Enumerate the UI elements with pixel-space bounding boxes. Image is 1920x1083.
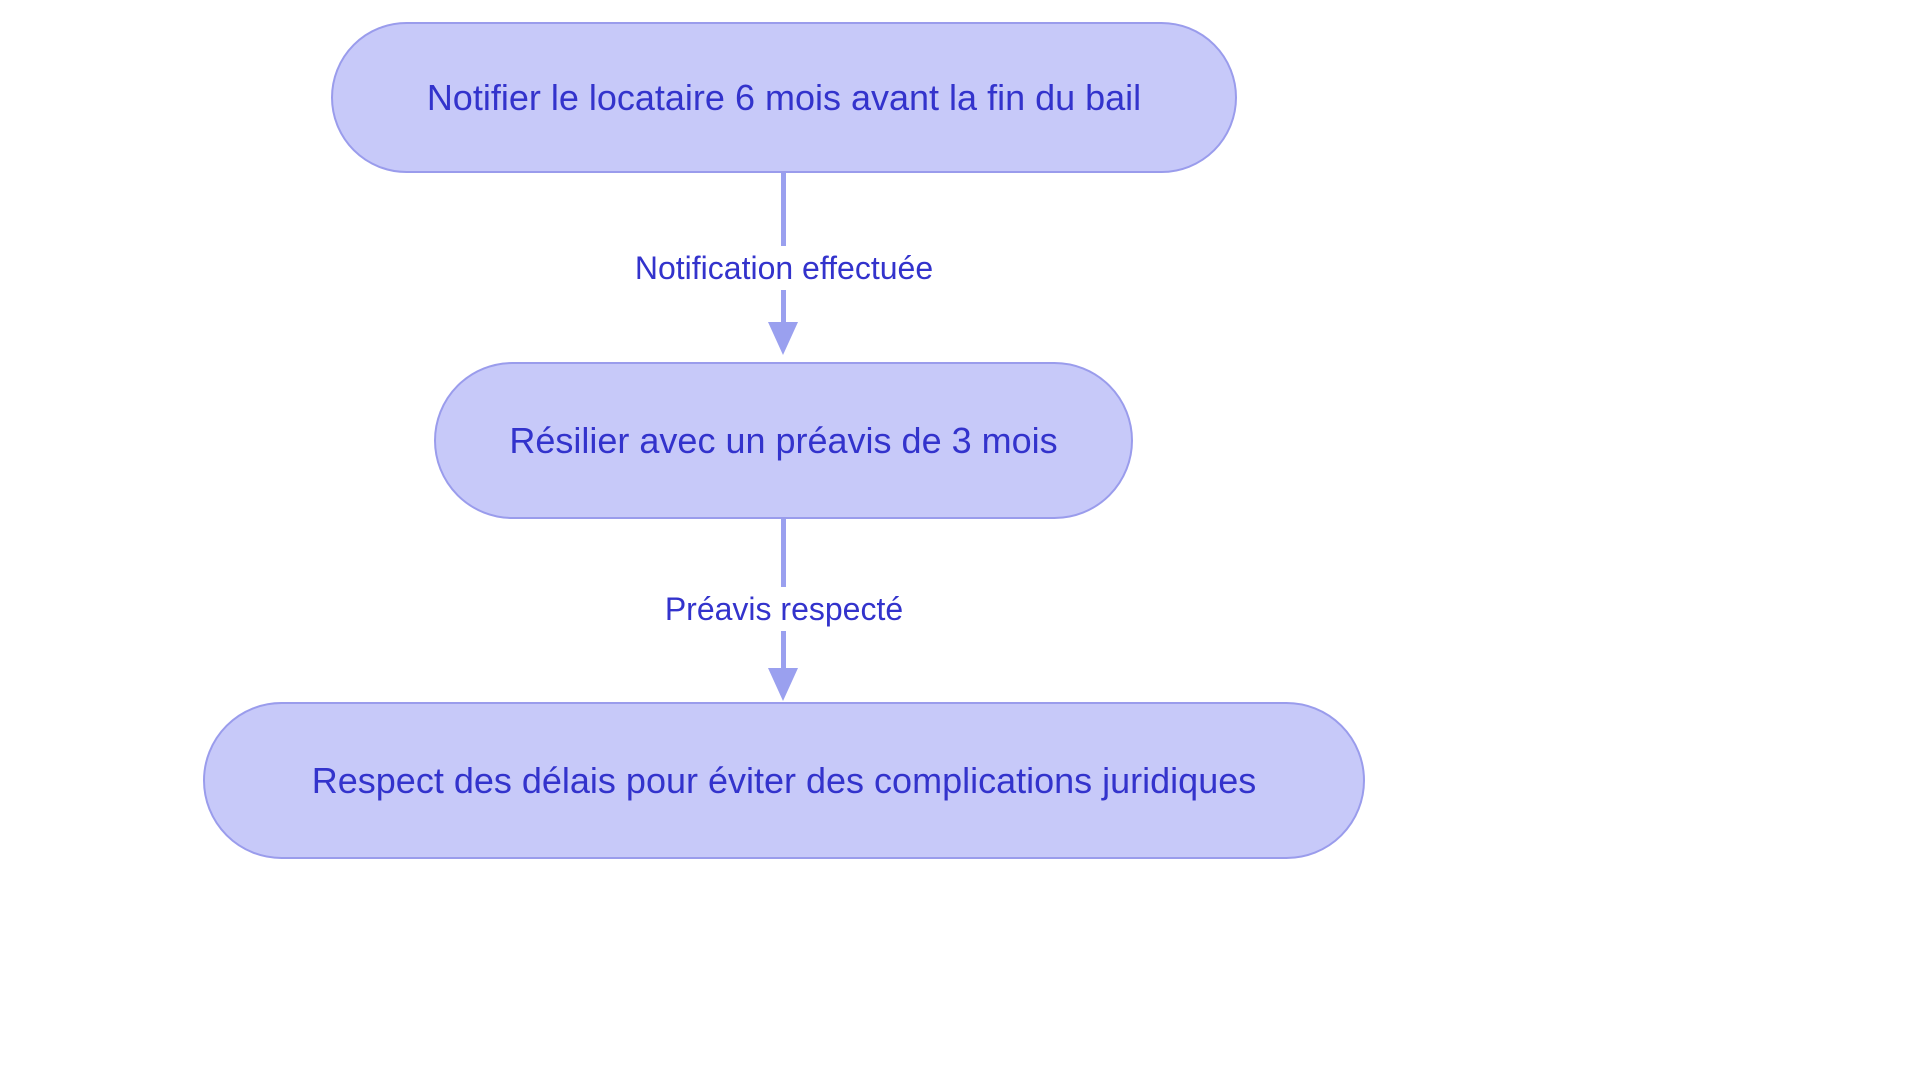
arrow-down-icon [768,322,798,355]
arrow-down-icon [768,668,798,701]
flow-node-label: Notifier le locataire 6 mois avant la fi… [426,76,1142,118]
edge-label: Notification effectuée [624,246,944,290]
flow-node-respect-delais[interactable]: Respect des délais pour éviter des compl… [203,702,1365,859]
flow-node-notifier-locataire[interactable]: Notifier le locataire 6 mois avant la fi… [331,22,1237,173]
flow-node-resilier-preavis[interactable]: Résilier avec un préavis de 3 mois [434,362,1133,519]
edge-label: Préavis respecté [654,587,914,631]
flow-node-label: Résilier avec un préavis de 3 mois [509,419,1058,461]
flow-node-label: Respect des délais pour éviter des compl… [311,759,1257,801]
